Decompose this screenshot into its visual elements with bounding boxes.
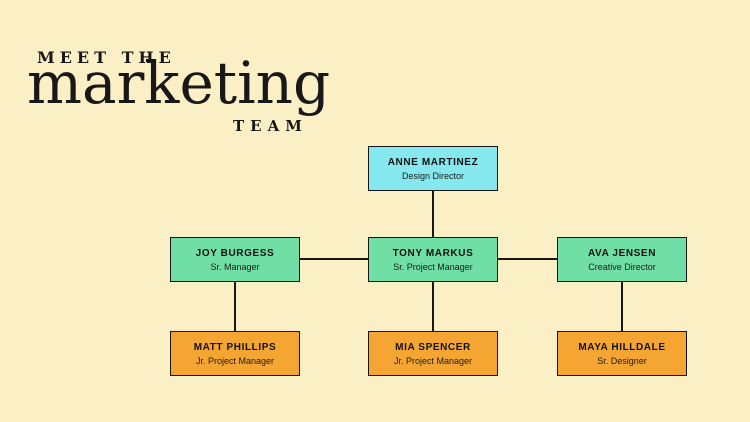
person-name: MATT PHILLIPS bbox=[193, 341, 277, 353]
title-team: TEAM bbox=[233, 117, 308, 135]
person-role: Sr. Manager bbox=[210, 261, 260, 272]
title-meet-the: MEET THE bbox=[37, 48, 176, 67]
person-name: MIA SPENCER bbox=[395, 341, 471, 353]
org-node-maya-hilldale: MAYA HILLDALE Sr. Designer bbox=[557, 331, 687, 376]
connector-joy-to-matt bbox=[234, 282, 236, 331]
person-role: Design Director bbox=[401, 170, 465, 181]
org-node-mia-spencer: MIA SPENCER Jr. Project Manager bbox=[368, 331, 498, 376]
connector-tony-to-mia bbox=[432, 282, 434, 331]
connector-ava-to-maya bbox=[621, 282, 623, 331]
person-role: Sr. Project Manager bbox=[393, 261, 473, 272]
org-node-anne-martinez: ANNE MARTINEZ Design Director bbox=[368, 146, 498, 191]
person-role: Creative Director bbox=[588, 261, 656, 272]
person-role: Jr. Project Manager bbox=[195, 355, 275, 366]
org-node-joy-burgess: JOY BURGESS Sr. Manager bbox=[170, 237, 300, 282]
connector-tony-to-ava bbox=[498, 258, 557, 260]
org-node-ava-jensen: AVA JENSEN Creative Director bbox=[557, 237, 687, 282]
person-name: AVA JENSEN bbox=[587, 247, 657, 259]
title-marketing: marketing bbox=[27, 49, 331, 117]
connector-anne-to-tony bbox=[432, 191, 434, 237]
person-name: MAYA HILLDALE bbox=[578, 341, 666, 353]
person-role: Jr. Project Manager bbox=[393, 355, 473, 366]
person-name: ANNE MARTINEZ bbox=[387, 156, 479, 168]
person-name: TONY MARKUS bbox=[392, 247, 474, 259]
person-role: Sr. Designer bbox=[597, 355, 647, 366]
person-name: JOY BURGESS bbox=[195, 247, 275, 259]
org-node-tony-markus: TONY MARKUS Sr. Project Manager bbox=[368, 237, 498, 282]
org-node-matt-phillips: MATT PHILLIPS Jr. Project Manager bbox=[170, 331, 300, 376]
connector-joy-to-tony bbox=[300, 258, 368, 260]
